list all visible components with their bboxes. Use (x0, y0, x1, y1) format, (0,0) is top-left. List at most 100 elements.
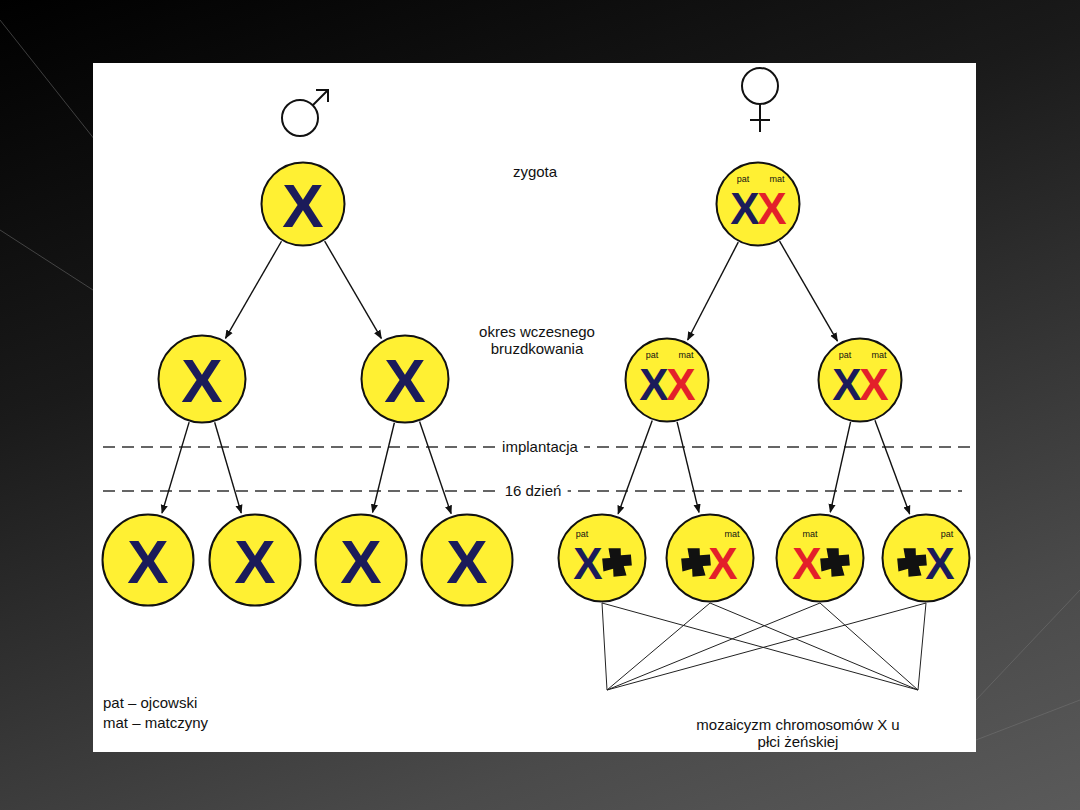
x-chromosome: X (666, 363, 695, 407)
slide-line (976, 590, 1080, 700)
male-cell: X (360, 334, 450, 424)
cell-circle (667, 515, 754, 602)
lineage-arrow (325, 241, 382, 338)
lineage-arrow (875, 420, 910, 514)
cell-circle (819, 339, 902, 422)
cell-circle (777, 515, 864, 602)
slide-line (0, 20, 95, 140)
female-cell: pat matXX (624, 337, 710, 423)
cell-circle (559, 515, 646, 602)
cell-circle (210, 515, 301, 606)
cell-circle (159, 336, 246, 423)
origin-tag: mat (769, 175, 784, 184)
cell-circle (626, 339, 709, 422)
male-symbol-circle (282, 100, 318, 136)
origin-tag: mat (871, 351, 886, 360)
female-cell: pat matXX (715, 161, 801, 247)
x-chromosome: X (925, 542, 954, 586)
male-cell: X (208, 513, 302, 607)
lineage-arrow (618, 420, 652, 513)
mosaic-line (607, 603, 820, 690)
origin-tag: mat (802, 530, 817, 539)
cell-circle (422, 515, 513, 606)
cell-circle (362, 336, 449, 423)
x-chromosome: X (757, 187, 786, 231)
stage-label: zygota (513, 163, 557, 180)
female-cell: matX (665, 513, 755, 603)
male-cell: X (314, 513, 408, 607)
male-cell: X (157, 334, 247, 424)
inactive-x-chromosome (818, 545, 853, 580)
lineage-arrow (677, 422, 699, 513)
origin-tag: pat (576, 530, 589, 539)
x-chromosome: X (708, 542, 737, 586)
male-cell: X (101, 513, 195, 607)
slide-line (976, 700, 1080, 740)
female-cell: matX (775, 513, 865, 603)
lineage-arrow (162, 422, 189, 513)
male-cell: X (260, 161, 346, 247)
cell-circle (262, 163, 345, 246)
x-chromosome: X (234, 531, 275, 593)
inactive-x-chromosome (679, 545, 714, 580)
female-symbol (742, 68, 778, 132)
female-symbol-bar (750, 119, 770, 121)
origin-tag: mat (678, 351, 693, 360)
female-symbol-circle (742, 68, 778, 104)
x-chromosome: X (127, 531, 168, 593)
cell-circle (103, 515, 194, 606)
origin-tag: mat (724, 530, 739, 539)
slide-line (0, 230, 93, 290)
lineage-arrow (215, 422, 242, 513)
mosaic-line (918, 603, 926, 690)
x-chromosome: X (859, 363, 888, 407)
x-chromosome: X (792, 542, 821, 586)
stage-label: okres wczesnego bruzdkowania (477, 323, 597, 358)
mosaic-line (602, 603, 918, 690)
lineage-arrow (830, 422, 850, 512)
panel (93, 63, 976, 752)
male-symbol (282, 90, 328, 136)
lineage-arrow (780, 241, 838, 341)
mosaic-lines (602, 603, 926, 690)
x-chromosome: X (340, 531, 381, 593)
inactive-x-chromosome (600, 545, 635, 580)
stage-label: mozaicyzm chromosomów X u płci żeńskiej (683, 716, 913, 751)
lineage-arrow (373, 423, 395, 513)
female-cell: patX (557, 513, 647, 603)
x-chromosome: X (282, 175, 323, 237)
male-symbol-arrow (313, 91, 327, 105)
stage-label: mat – matczyny (103, 714, 208, 731)
origin-tag: pat (646, 351, 659, 360)
lineage-arrow (420, 422, 452, 514)
mosaic-line (607, 603, 926, 690)
female-cell: pat matXX (817, 337, 903, 423)
origin-tag: pat (941, 530, 954, 539)
female-symbol-stem (759, 104, 761, 132)
x-chromosome: X (639, 363, 668, 407)
x-chromosome: X (446, 531, 487, 593)
cell-circle (717, 163, 800, 246)
x-chromosome: X (730, 187, 759, 231)
mosaic-line (602, 603, 607, 690)
lineage-arrow (225, 241, 281, 338)
x-chromosome: X (384, 350, 425, 412)
origin-tag: pat (737, 175, 750, 184)
mosaic-line (820, 603, 918, 690)
male-cell: X (420, 513, 514, 607)
x-chromosome: X (573, 542, 602, 586)
x-chromosome: X (832, 363, 861, 407)
inactive-x-chromosome (895, 545, 930, 580)
female-cell: patX (881, 513, 971, 603)
x-chromosome: X (181, 350, 222, 412)
stage-label: 16 dzień (499, 481, 568, 500)
stage-label: implantacja (496, 437, 584, 456)
cell-circle (316, 515, 407, 606)
origin-tag: pat (839, 351, 852, 360)
cell-circle (883, 515, 970, 602)
mosaic-line (607, 603, 710, 690)
stage-label: pat – ojcowski (103, 694, 197, 711)
